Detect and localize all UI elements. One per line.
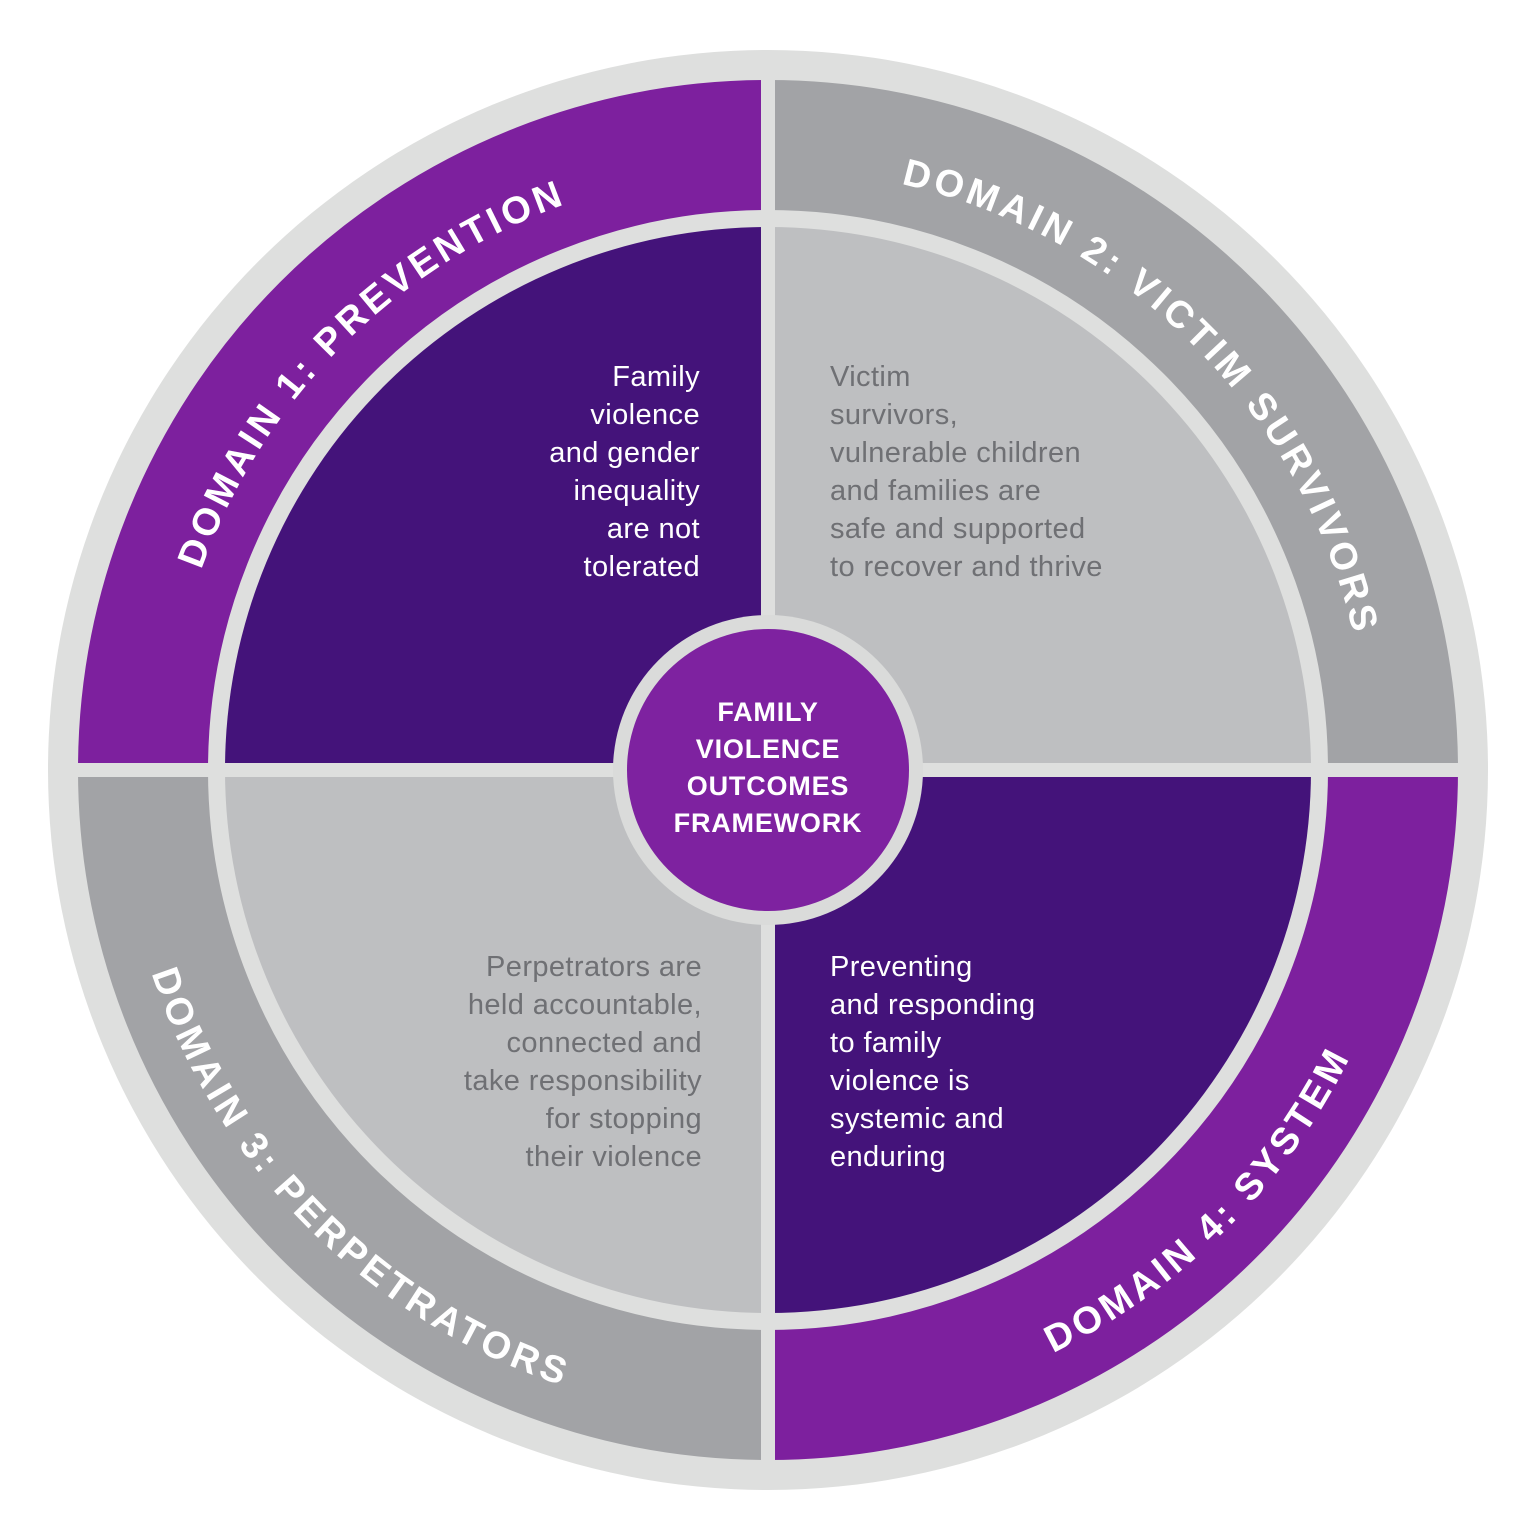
domain-3-ring-segment [78,769,769,1460]
domain-1-ring-segment [78,80,769,771]
domain-2-ring-segment [767,80,1458,771]
domain-2-quadrant [768,227,1311,770]
domain-1-outcome-text: Family violence and gender inequality ar… [549,361,700,583]
domain-4-outcome-text: Preventing and responding to family viol… [830,951,1036,1173]
domain-3-quadrant [225,770,768,1313]
domain-1-quadrant [225,227,768,770]
domain-3-outcome-text: Perpetrators are held accountable, conne… [463,951,702,1173]
domain-2-outcome-text: Victim survivors, vulnerable children an… [830,361,1103,583]
center-circle [627,629,909,911]
domain-4-ring-segment [767,769,1458,1460]
domain-4-quadrant [768,770,1311,1313]
center-framework-label: FAMILY VIOLENCE OUTCOMES FRAMEWORK [673,697,863,838]
